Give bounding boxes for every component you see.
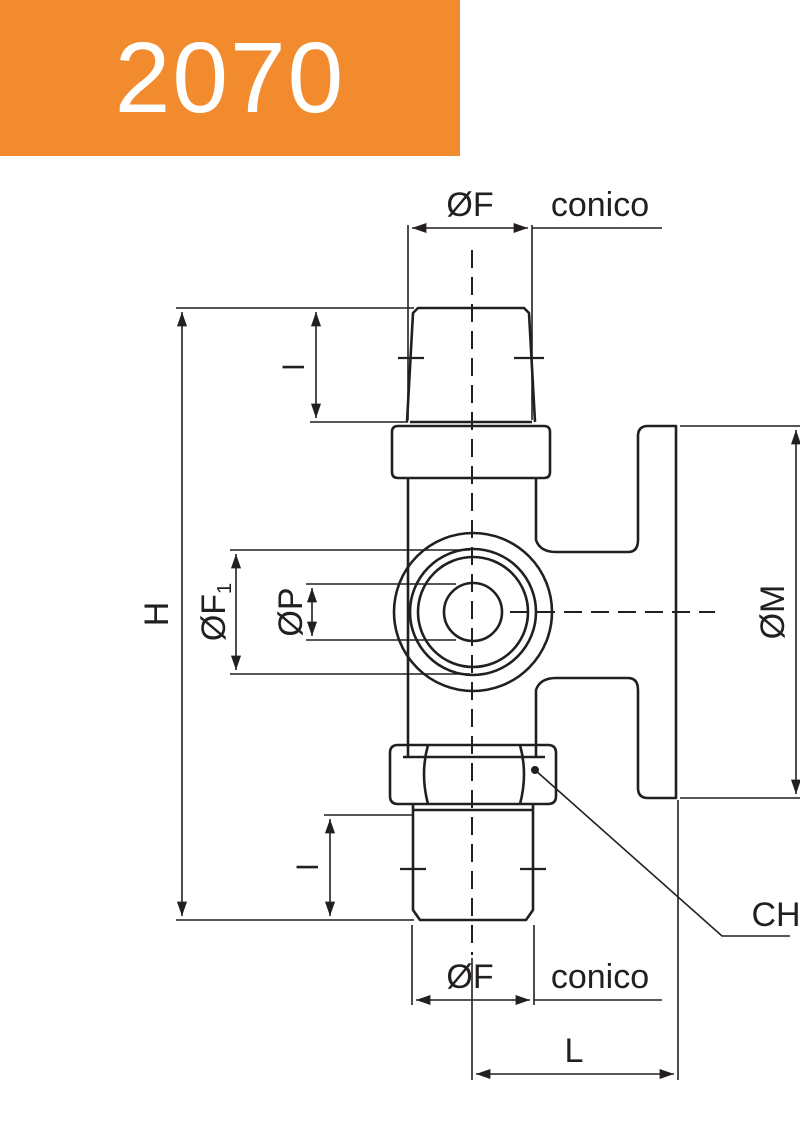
port-f1-label: ØF1 [195, 583, 236, 641]
bottom-thread-outline [411, 804, 535, 922]
hex-nut [388, 743, 558, 806]
bottom-thread-label: ØF [446, 958, 493, 996]
length-l-label: L [565, 1032, 584, 1070]
hex-leader-dot [531, 766, 539, 774]
fitting-outline [388, 306, 678, 922]
top-length-label: l [278, 364, 311, 371]
top-thread-label: ØF [446, 186, 493, 224]
product-code: 2070 [114, 21, 346, 134]
product-code-banner [0, 0, 460, 156]
hex-ch-label: CH [751, 896, 800, 934]
thread-ticks [398, 356, 546, 871]
height-h-label: H [138, 602, 176, 627]
top-collar [390, 424, 552, 480]
diameter-m-label: ØM [754, 585, 792, 640]
bottom-length-label: l [292, 864, 325, 871]
centerlines [471, 250, 715, 955]
bottom-thread-type: conico [551, 958, 649, 996]
top-thread-type: conico [551, 186, 649, 224]
bore-p-label: ØP [272, 587, 310, 636]
dimension-lines [176, 222, 800, 1080]
